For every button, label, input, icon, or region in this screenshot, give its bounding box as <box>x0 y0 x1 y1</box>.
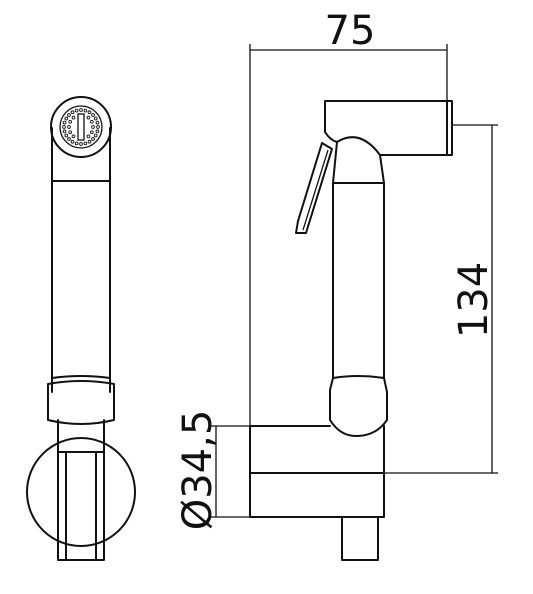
nozzle-dot <box>71 134 76 139</box>
nozzle-dot <box>86 134 91 139</box>
nozzle-dot <box>95 129 100 134</box>
side-body <box>332 182 385 379</box>
side-head-neck <box>324 131 385 184</box>
nozzle-dot <box>67 113 71 117</box>
nozzle-dot <box>71 115 76 120</box>
nozzle-dot <box>83 141 88 146</box>
height-label: 134 <box>451 262 497 338</box>
side-view <box>249 100 453 561</box>
nozzle-dot <box>87 110 92 115</box>
nozzle-dot <box>70 110 75 115</box>
front-bracket-inner <box>57 451 105 561</box>
dimension-width: 75 <box>249 8 448 426</box>
nozzle-dot <box>62 120 67 125</box>
nozzle-dot <box>83 108 88 113</box>
nozzle-dot <box>62 125 66 129</box>
nozzle-dot <box>93 133 98 138</box>
front-view <box>26 96 136 561</box>
side-wall-block <box>249 425 385 518</box>
nozzle-dot <box>67 137 71 141</box>
nozzle-dot <box>96 125 100 129</box>
front-bracket <box>57 419 105 561</box>
nozzle-dot <box>64 116 69 121</box>
nozzle-dot <box>89 119 94 124</box>
front-wall-flange <box>26 437 136 547</box>
nozzle-dot <box>70 139 75 144</box>
nozzle-dot <box>64 133 69 138</box>
front-lower-collar <box>47 375 115 425</box>
side-lower-collar <box>329 375 388 437</box>
nozzle-dot <box>86 115 91 120</box>
nozzle-dot <box>62 129 67 134</box>
nozzle-dot <box>91 113 95 117</box>
nozzle-dot <box>67 125 71 129</box>
spray-head-inner <box>59 105 103 149</box>
nozzle-dot <box>87 139 92 144</box>
nozzle-dot <box>68 119 73 124</box>
nozzle-dot <box>68 130 73 135</box>
nozzle-dot <box>95 120 100 125</box>
dimension-height: 134 <box>384 124 498 474</box>
nozzle-dot <box>91 125 95 129</box>
side-lever-edge <box>302 149 329 231</box>
side-lever <box>295 142 333 234</box>
nozzle-dot <box>91 137 95 141</box>
nozzle-dot <box>89 130 94 135</box>
nozzle-dot <box>79 108 83 112</box>
front-handle-body <box>51 127 111 393</box>
nozzle-slot <box>77 113 85 141</box>
nozzle-dot <box>74 108 79 113</box>
dimension-diameter: Ø34,5 <box>175 410 250 531</box>
width-label: 75 <box>325 8 376 54</box>
side-head <box>324 100 453 156</box>
spray-head-outer <box>50 96 112 158</box>
diameter-label: Ø34,5 <box>175 410 221 531</box>
nozzle-dot <box>93 116 98 121</box>
nozzle-dot <box>74 141 79 146</box>
nozzle-dot <box>79 142 83 146</box>
nozzle-dots <box>62 108 100 146</box>
side-bottom-stub <box>341 516 379 561</box>
